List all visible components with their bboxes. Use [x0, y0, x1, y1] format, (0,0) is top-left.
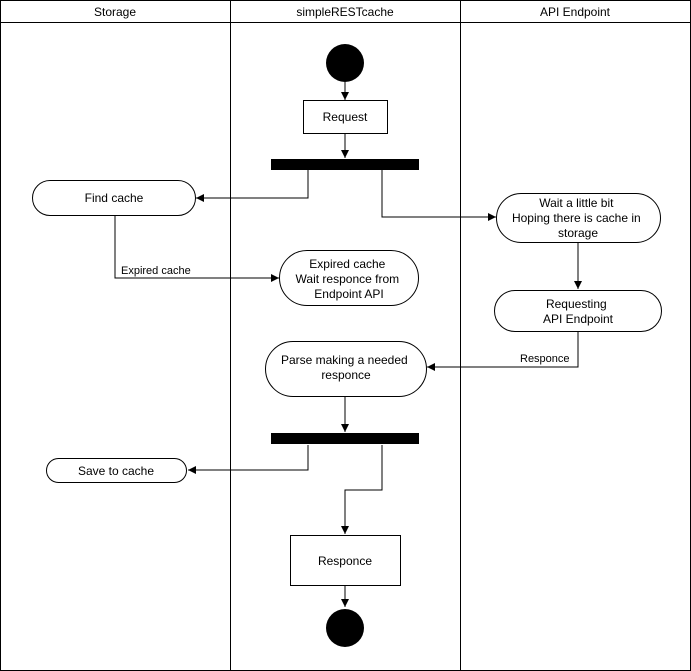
- lane-header-simplerestcache: simpleRESTcache: [296, 5, 394, 19]
- edge-join-to-save-cache: [188, 445, 309, 474]
- expired-cache-label: Expired cache Wait responce from Endpoin…: [296, 257, 403, 301]
- parse-action: Parse making a needed responce: [265, 341, 427, 397]
- response-label: Responce: [318, 554, 372, 568]
- requesting-label-line-1: Requesting: [546, 297, 607, 311]
- expired-label-line-2: Wait responce from: [296, 272, 400, 286]
- find-cache-label: Find cache: [85, 191, 144, 205]
- end-node: [326, 609, 364, 647]
- edges: [114, 82, 582, 607]
- request-action: Request: [303, 100, 388, 134]
- expired-label-line-3: Endpoint API: [314, 287, 383, 301]
- expired-cache-action: Expired cache Wait responce from Endpoin…: [279, 250, 419, 306]
- save-cache-action: Save to cache: [46, 458, 187, 483]
- expired-label-line-1: Expired cache: [309, 257, 385, 271]
- fork-bar: [271, 159, 419, 170]
- start-node: [326, 44, 364, 82]
- request-label: Request: [323, 110, 368, 124]
- wait-action: Wait a little bit Hoping there is cache …: [496, 193, 661, 243]
- wait-label-line-3: storage: [558, 226, 598, 240]
- edge-label-expired-cache: Expired cache: [121, 265, 191, 277]
- requesting-label-line-2: API Endpoint: [543, 312, 614, 326]
- save-cache-label: Save to cache: [78, 464, 154, 478]
- edge-fork-to-wait: [381, 170, 496, 221]
- requesting-api-label: Requesting API Endpoint: [543, 297, 614, 326]
- lane-header-api-endpoint: API Endpoint: [540, 5, 611, 19]
- edge-join-to-response: [341, 445, 383, 534]
- lane-header-storage: Storage: [94, 5, 136, 19]
- requesting-api-action: Requesting API Endpoint: [494, 290, 662, 332]
- wait-label: Wait a little bit Hoping there is cache …: [512, 196, 644, 240]
- edge-requesting-to-parse: [427, 331, 579, 371]
- parse-label-line-1: Parse making a needed: [281, 353, 408, 367]
- edge-fork-to-find-cache: [196, 170, 309, 202]
- parse-label-line-2: responce: [321, 368, 371, 382]
- join-bar: [271, 433, 419, 444]
- edge-find-cache-to-expired: [114, 215, 279, 282]
- wait-label-line-2: Hoping there is cache in: [512, 211, 641, 225]
- wait-label-line-1: Wait a little bit: [539, 196, 614, 210]
- find-cache-action: Find cache: [32, 180, 196, 216]
- parse-label: Parse making a needed responce: [281, 353, 411, 382]
- response-action: Responce: [290, 535, 401, 586]
- edge-label-responce: Responce: [520, 353, 570, 365]
